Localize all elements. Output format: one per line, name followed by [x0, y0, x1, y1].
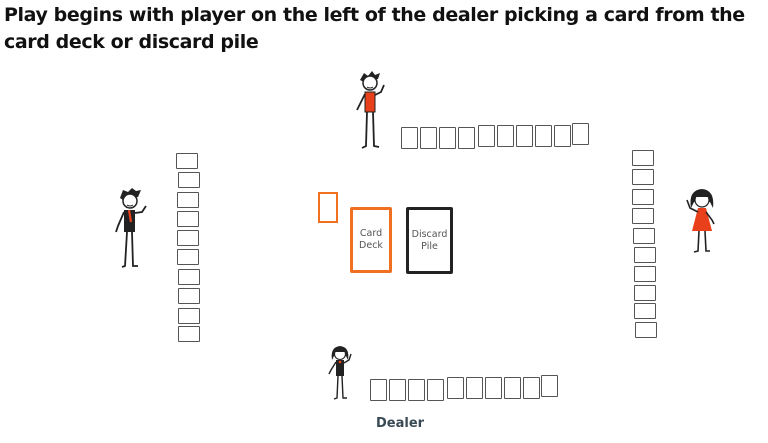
- card-deck-label-2: Deck: [359, 240, 383, 251]
- card: [178, 308, 200, 324]
- card: [634, 266, 656, 282]
- card: [177, 230, 199, 246]
- left-player-figure-icon: [115, 188, 147, 268]
- card: [401, 127, 418, 149]
- card: [466, 377, 483, 399]
- card: [427, 379, 444, 401]
- dealer-figure-icon: [328, 346, 352, 400]
- card-deck-label-1: Card: [359, 228, 383, 239]
- card-deck[interactable]: Card Deck: [350, 207, 392, 273]
- card: [632, 189, 654, 205]
- card: [632, 150, 654, 166]
- card: [176, 153, 198, 169]
- card: [458, 127, 475, 149]
- card: [633, 228, 655, 244]
- card: [634, 285, 656, 301]
- card: [478, 125, 495, 147]
- card: [541, 375, 558, 397]
- card: [635, 322, 657, 338]
- card: [177, 249, 199, 265]
- card: [634, 303, 656, 319]
- card: [572, 123, 589, 145]
- discard-pile-label-1: Discard: [411, 228, 448, 240]
- card: [420, 127, 437, 149]
- card: [497, 125, 514, 147]
- card: [516, 125, 533, 147]
- card: [178, 326, 200, 342]
- discard-pile-label-2: Pile: [421, 240, 438, 252]
- card: [177, 211, 199, 227]
- card: [370, 379, 387, 401]
- card: [178, 172, 200, 188]
- card: [178, 288, 200, 304]
- card: [178, 269, 200, 285]
- card: [447, 377, 464, 399]
- card: [177, 192, 199, 208]
- slide-title: Play begins with player on the left of t…: [4, 4, 745, 53]
- card: [535, 125, 552, 147]
- dealer-label: Dealer: [376, 416, 425, 431]
- card: [485, 377, 502, 399]
- card: [523, 377, 540, 399]
- card: [439, 127, 456, 149]
- card: [554, 125, 571, 147]
- top-player-figure-icon: [356, 71, 385, 149]
- discard-pile[interactable]: Discard Pile: [406, 207, 453, 274]
- card: [504, 377, 521, 399]
- card: [634, 247, 656, 263]
- card: [632, 208, 654, 224]
- card: [632, 169, 654, 185]
- right-player-figure-icon: [686, 189, 715, 253]
- card: [408, 379, 425, 401]
- card: [389, 379, 406, 401]
- drawn-card: [318, 192, 338, 223]
